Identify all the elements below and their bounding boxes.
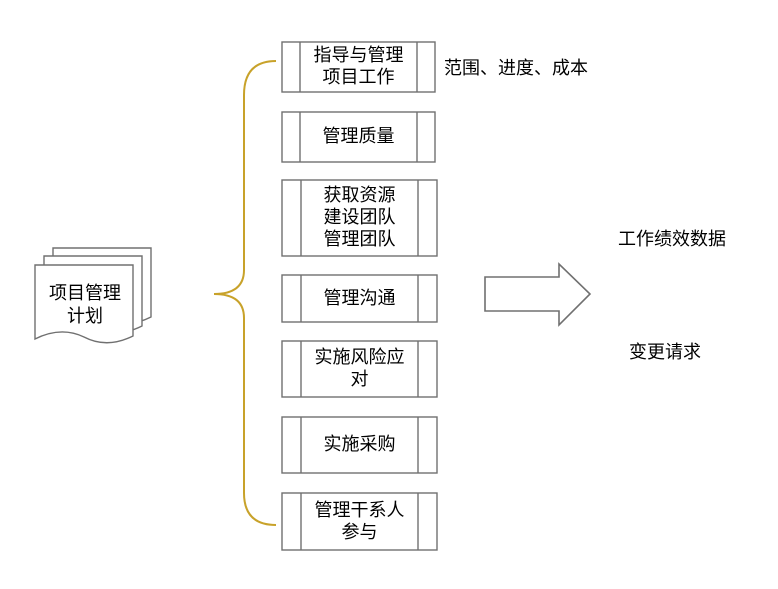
process-implement-risk-responses: 实施风险应 对 [314,347,405,390]
process-resources-team: 获取资源 建设团队 管理团队 [323,185,396,250]
process-box-shapes [281,41,438,551]
document-stack-shape [34,247,152,344]
input-document-label: 项目管理 计划 [49,283,121,327]
output-change-requests: 变更请求 [629,342,701,363]
process-box-3-shape [281,179,438,257]
process-manage-quality: 管理质量 [322,126,395,147]
process-direct-manage-work: 指导与管理 项目工作 [313,45,404,88]
grouping-brace [213,60,277,526]
process-box-7-shape [281,492,438,551]
process-stakeholder-engagement: 管理干系人 参与 [314,499,405,543]
scope-schedule-cost-annotation: 范围、进度、成本 [444,58,588,79]
process-box-5-shape [281,340,438,398]
output-work-performance-data: 工作绩效数据 [618,229,726,250]
process-box-2-shape [281,111,436,163]
process-manage-communications: 管理沟通 [323,287,396,309]
flow-arrow [484,262,592,327]
process-box-6-shape [281,416,438,474]
process-conduct-procurements: 实施采购 [323,434,396,455]
process-box-4-shape [281,274,438,323]
process-box-1-shape [281,41,436,93]
